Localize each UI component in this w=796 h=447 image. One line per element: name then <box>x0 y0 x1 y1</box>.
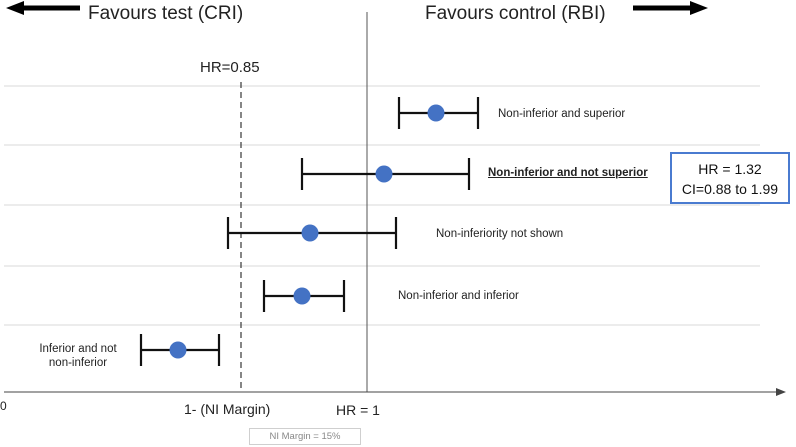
origin-label: 0 <box>0 399 7 413</box>
left-arrow-icon <box>6 1 80 15</box>
right-arrow-icon <box>633 1 708 15</box>
row-label-non-inferior-inferior: Non-inferior and inferior <box>398 290 519 302</box>
ci-interval <box>300 158 471 190</box>
point-estimate <box>375 165 393 183</box>
point-estimate <box>427 104 445 122</box>
highlight-ci-text: CI=0.88 to 1.99 <box>681 181 779 197</box>
row-label-line: non-inferior <box>48 357 108 369</box>
row-label-non-inferior-superior: Non-inferior and superior <box>498 108 626 120</box>
row-label-inferior-not-non-inferior: Inferior and not non-inferior <box>28 342 128 370</box>
ci-interval <box>397 97 480 129</box>
row-label-non-inferior-not-superior: Non-inferior and not superior <box>488 167 648 179</box>
ci-interval <box>226 217 398 249</box>
highlight-result-box: HR = 1.32 CI=0.88 to 1.99 <box>670 152 790 204</box>
ci-interval <box>262 280 346 312</box>
point-estimate <box>301 224 319 242</box>
ci-interval <box>139 334 221 366</box>
ni-axis-label: 1- (NI Margin) <box>184 401 271 417</box>
null-axis-label: HR = 1 <box>336 402 380 418</box>
point-estimate <box>293 287 311 305</box>
row-label-non-inferiority-not-shown: Non-inferiority not shown <box>436 228 564 240</box>
ni-margin-note: NI Margin = 15% <box>249 428 361 445</box>
favours-control-label: Favours control (RBI) <box>425 3 606 24</box>
x-axis-arrowhead-icon <box>776 388 786 396</box>
point-estimate <box>169 341 187 359</box>
hr-reference-label: HR=0.85 <box>200 59 260 76</box>
favours-test-label: Favours test (CRI) <box>88 3 244 24</box>
highlight-hr-text: HR = 1.32 <box>698 161 762 177</box>
row-label-line: Inferior and not <box>39 343 117 355</box>
